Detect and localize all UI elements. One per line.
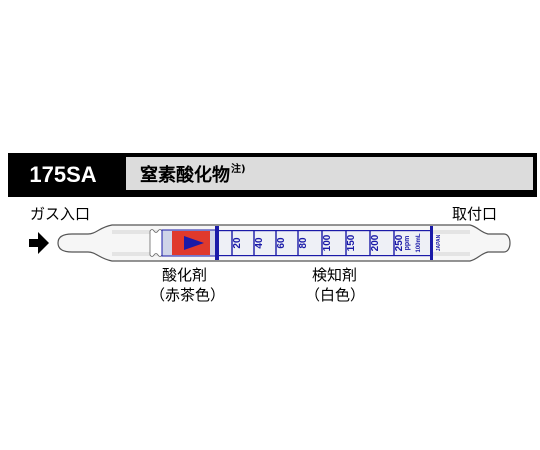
- product-name-box: 窒素酸化物注): [126, 157, 533, 190]
- scale-label-200: 200: [370, 234, 381, 251]
- glass-wool-plug: [149, 229, 163, 257]
- unit-label: ppm: [404, 236, 411, 251]
- product-header: 175SA 窒素酸化物注): [8, 153, 537, 197]
- detector-label: 検知剤: [312, 266, 358, 284]
- scale-label-250: 250: [394, 234, 405, 251]
- origin-label: JAPAN: [436, 234, 442, 251]
- scale-label-40: 40: [254, 237, 265, 249]
- scale-label-80: 80: [298, 237, 309, 249]
- oxidizer-color-label: （赤茶色）: [150, 286, 226, 304]
- scale-label-20: 20: [232, 237, 243, 249]
- scale-label-100: 100: [322, 234, 333, 251]
- outlet-label: 取付口: [452, 205, 498, 223]
- gas-inlet-label: ガス入口: [30, 205, 91, 223]
- scale-label-60: 60: [276, 237, 287, 249]
- detector-color-label: （白色）: [305, 286, 366, 304]
- scale-label-150: 150: [346, 234, 357, 251]
- oxidizer-label: 酸化剤: [162, 266, 208, 284]
- scale-marks: 20 40 60 80 100 150 200 250: [231, 230, 405, 256]
- product-name: 窒素酸化物: [140, 164, 230, 186]
- volume-label: 100mL: [416, 233, 422, 252]
- note-mark: 注): [231, 164, 246, 175]
- oxidizer-arrow-icon: [184, 236, 204, 250]
- flow-arrow-icon: [29, 232, 49, 254]
- model-number: 175SA: [29, 162, 97, 187]
